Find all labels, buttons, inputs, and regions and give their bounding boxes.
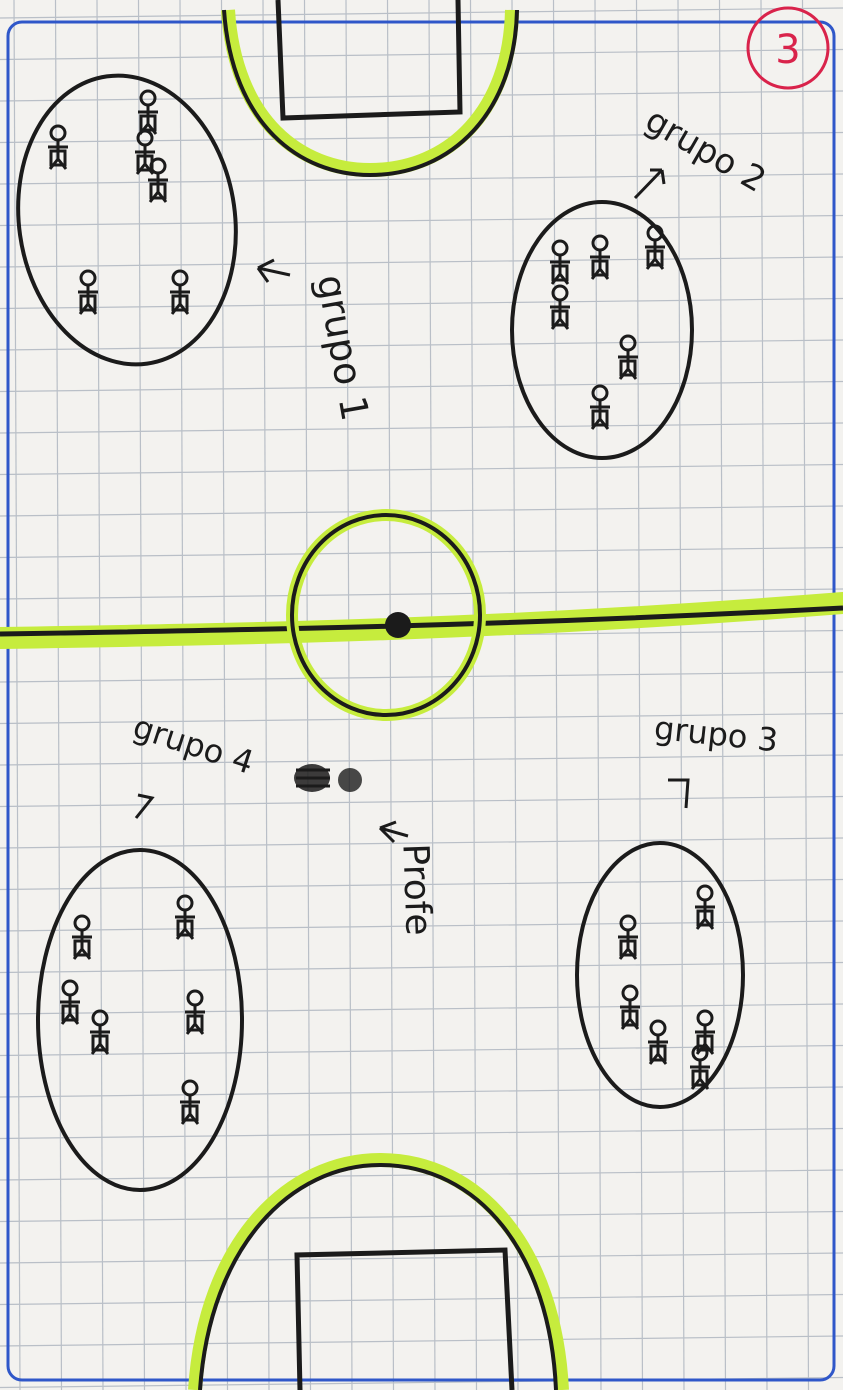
- player-icon: [620, 986, 640, 1029]
- player-icon: [48, 126, 68, 169]
- grid-line: [0, 423, 843, 433]
- grid-line: [0, 797, 843, 807]
- group-1-label: grupo 1: [308, 271, 377, 424]
- group-1-area: [0, 61, 254, 378]
- player-icon: [72, 916, 92, 959]
- player-icon: [138, 91, 158, 134]
- top-penalty-arc: [224, 10, 517, 175]
- player-icon: [645, 226, 665, 269]
- group-2-arrow-icon: [635, 170, 664, 198]
- grid-line: [0, 465, 843, 475]
- grid-line: [222, 0, 228, 1390]
- player-icon: [590, 236, 610, 279]
- player-icon: [60, 981, 80, 1024]
- group-2-label: grupo 2: [638, 100, 772, 201]
- grid-line: [0, 8, 843, 18]
- player-icon: [550, 286, 570, 329]
- grid-line: [554, 0, 560, 1390]
- teacher-icon: [294, 764, 330, 792]
- grid-line: [0, 963, 843, 973]
- page-number: 3: [775, 27, 800, 73]
- center-circle: [292, 515, 480, 715]
- group-3-arrow-icon: [668, 780, 688, 808]
- grid-line: [388, 0, 394, 1390]
- grid-line: [0, 1295, 843, 1305]
- player-icon: [550, 241, 570, 284]
- grid-line: [678, 0, 684, 1390]
- bottom-goal-box: [297, 1250, 512, 1390]
- grid-line: [803, 0, 809, 1390]
- ball-icon: [338, 768, 362, 792]
- grid-line: [180, 0, 186, 1390]
- grid-line: [346, 0, 352, 1390]
- page-number-badge: 3: [748, 8, 828, 88]
- grid-line: [0, 548, 843, 558]
- grid-line: [0, 672, 843, 682]
- player-icon: [185, 991, 205, 1034]
- halfway-line: [0, 603, 843, 638]
- grid-line: [0, 257, 843, 267]
- grid-line: [0, 589, 843, 599]
- group-4-arrow-icon: [136, 795, 152, 818]
- grid-line: [0, 1004, 843, 1014]
- grid-line: [0, 340, 843, 350]
- grid-line: [0, 382, 843, 392]
- grid-line: [0, 506, 843, 516]
- teacher-arrow-icon: [380, 822, 408, 842]
- grid-line: [0, 216, 843, 226]
- center-spot: [385, 612, 411, 638]
- grid-line: [0, 755, 843, 765]
- page-margin-line: [8, 22, 834, 1380]
- player-icon: [170, 271, 190, 314]
- player-icon: [648, 1021, 668, 1064]
- grid-line: [595, 0, 601, 1390]
- grid-line: [97, 0, 103, 1390]
- grid-line: [512, 0, 518, 1390]
- grid-line: [0, 1212, 843, 1222]
- grid-line: [637, 0, 643, 1390]
- grid-line: [0, 1336, 843, 1346]
- grid-line: [56, 0, 62, 1390]
- group-3-label: grupo 3: [652, 709, 779, 760]
- player-icon: [180, 1081, 200, 1124]
- player-icon: [90, 1011, 110, 1054]
- grid-line: [0, 91, 843, 101]
- player-icon: [175, 896, 195, 939]
- grid-line: [0, 50, 843, 60]
- teacher-label: Profe: [394, 843, 438, 936]
- group-3-area: [577, 843, 743, 1107]
- grid-line: [720, 0, 726, 1390]
- grid-line: [0, 299, 843, 309]
- grid-line: [761, 0, 767, 1390]
- player-icon: [135, 131, 155, 174]
- grid-line: [0, 1129, 843, 1139]
- grid-line: [263, 0, 269, 1390]
- grid-line: [0, 1046, 843, 1056]
- grid-line: [0, 1087, 843, 1097]
- player-icon: [618, 916, 638, 959]
- player-icon: [590, 386, 610, 429]
- grid-line: [139, 0, 145, 1390]
- group-4-label: grupo 4: [128, 707, 258, 782]
